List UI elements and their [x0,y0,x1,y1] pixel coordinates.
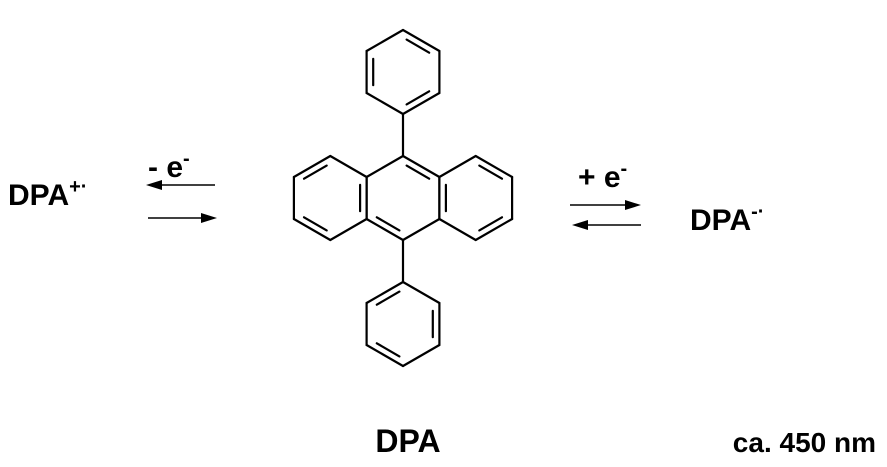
anthracene-left-ring-bond [329,217,368,242]
anthracene-center-ring-bond [401,217,441,242]
phenyl-top-ring-bond [401,28,441,53]
anthracene-center-ring-bond [365,154,405,179]
anion-label-sup: -· [751,201,764,223]
left-equilibrium-arrows [146,180,217,223]
anthracene-center-ring-bond [401,154,441,179]
dpa-structure [292,28,514,368]
cation-label: DPA+· [8,176,87,212]
reduction-label-main: + e [578,161,621,194]
anthracene-right-double-bond [478,164,504,180]
anthracene-left-ring-bond [329,154,368,179]
anion-label: DPA-· [690,201,764,237]
arrow-to-dpa-from-cation-head [201,213,217,223]
oxidation-label-sup: - [183,148,190,170]
anthracene-left-double-bond [302,164,328,180]
right-equilibrium-arrows [570,200,641,230]
phenyl-bottom-double-bond [375,342,401,358]
oxidation-label: - e- [148,148,190,184]
phenyl-bottom-ring-bond [401,343,441,368]
anthracene-right-ring-bond [438,154,477,179]
phenyl-bottom-ring-bond [365,280,405,305]
oxidation-label-main: - e [148,151,183,184]
anion-label-main: DPA [690,204,751,237]
phenyl-top-ring-bond [365,28,405,53]
arrow-to-cation-head [146,180,162,190]
anthracene-left-ring-bond [292,154,332,179]
phenyl-top-ring-bond [365,91,405,116]
anthracene-right-ring-bond [474,154,514,179]
phenyl-bottom-double-bond [375,290,401,306]
arrow-to-dpa-from-anion-head [572,220,588,230]
cation-label-sup: +· [69,176,87,198]
phenyl-top-ring-bond [401,91,441,116]
phenyl-bottom-ring-bond [401,280,441,305]
anthracene-center-double-bond [405,164,431,180]
anthracene-right-double-bond [478,216,504,232]
anthracene-center-double-bond [375,216,401,232]
phenyl-top-double-bond [405,38,431,54]
emission-wavelength: ca. 450 nm [733,427,876,458]
anthracene-center-ring-bond [365,217,405,242]
compound-name: DPA [375,423,440,459]
arrow-to-anion-head [625,200,641,210]
anthracene-left-double-bond [302,216,328,232]
phenyl-bottom-ring-bond [365,343,405,368]
anthracene-right-ring-bond [438,217,477,242]
phenyl-top-double-bond [405,90,431,106]
reduction-label-sup: - [621,158,628,180]
cation-label-main: DPA [8,179,69,212]
anthracene-right-ring-bond [474,217,514,242]
anthracene-left-ring-bond [292,217,332,242]
reduction-label: + e- [578,158,627,194]
